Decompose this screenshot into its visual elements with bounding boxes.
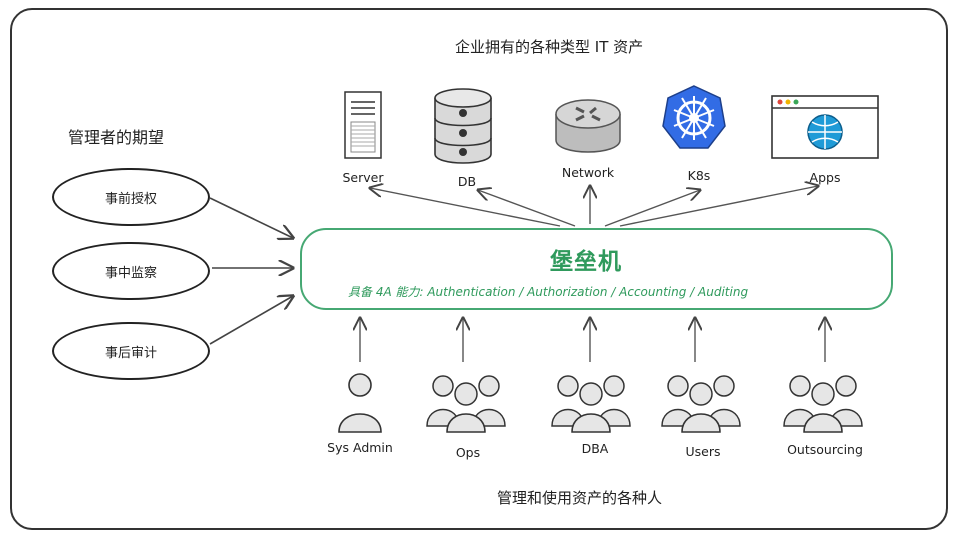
outer-frame bbox=[10, 8, 948, 530]
router-icon bbox=[555, 99, 621, 153]
asset-label-network: Network bbox=[561, 165, 615, 180]
server-icon bbox=[344, 91, 382, 159]
asset-label-apps: Apps bbox=[809, 170, 841, 185]
arrow-to-server bbox=[370, 188, 561, 227]
asset-label-k8s: K8s bbox=[687, 168, 711, 183]
arrow-to-k8s bbox=[604, 190, 700, 227]
single-user-icon bbox=[338, 373, 382, 433]
bastion-title: 堡垒机 bbox=[550, 249, 622, 275]
group-icon bbox=[661, 375, 741, 433]
asset-label-db: DB bbox=[457, 174, 477, 189]
asset-label-server: Server bbox=[342, 170, 384, 185]
people-title: 管理和使用资产的各种人 bbox=[497, 489, 663, 507]
arrow-to-apps bbox=[619, 186, 818, 227]
arrow-to-db bbox=[478, 190, 576, 227]
assets-title: 企业拥有的各种类型 IT 资产 bbox=[455, 38, 644, 56]
arrow-expectation-3 bbox=[209, 296, 293, 345]
user-label-sysadmin: Sys Admin bbox=[327, 440, 393, 455]
expectation-oval: 事后审计 bbox=[52, 322, 210, 380]
user-label-dba: DBA bbox=[581, 441, 609, 456]
expectation-oval: 事前授权 bbox=[52, 168, 210, 226]
user-label-outsourcing: Outsourcing bbox=[787, 442, 863, 457]
kubernetes-icon bbox=[662, 85, 726, 149]
database-icon bbox=[434, 88, 492, 164]
expectations-title: 管理者的期望 bbox=[68, 128, 165, 147]
bastion-capability: 具备 4A 能力: Authentication / Authorization… bbox=[348, 285, 749, 299]
group-icon bbox=[783, 375, 863, 433]
bastion-host-box bbox=[300, 228, 893, 310]
arrow-expectation-1 bbox=[209, 197, 293, 238]
group-icon bbox=[426, 375, 506, 433]
group-icon bbox=[551, 375, 631, 433]
user-label-users: Users bbox=[685, 444, 721, 459]
expectation-oval: 事中监察 bbox=[52, 242, 210, 300]
user-label-ops: Ops bbox=[455, 445, 481, 460]
browser-app-icon bbox=[771, 95, 879, 159]
